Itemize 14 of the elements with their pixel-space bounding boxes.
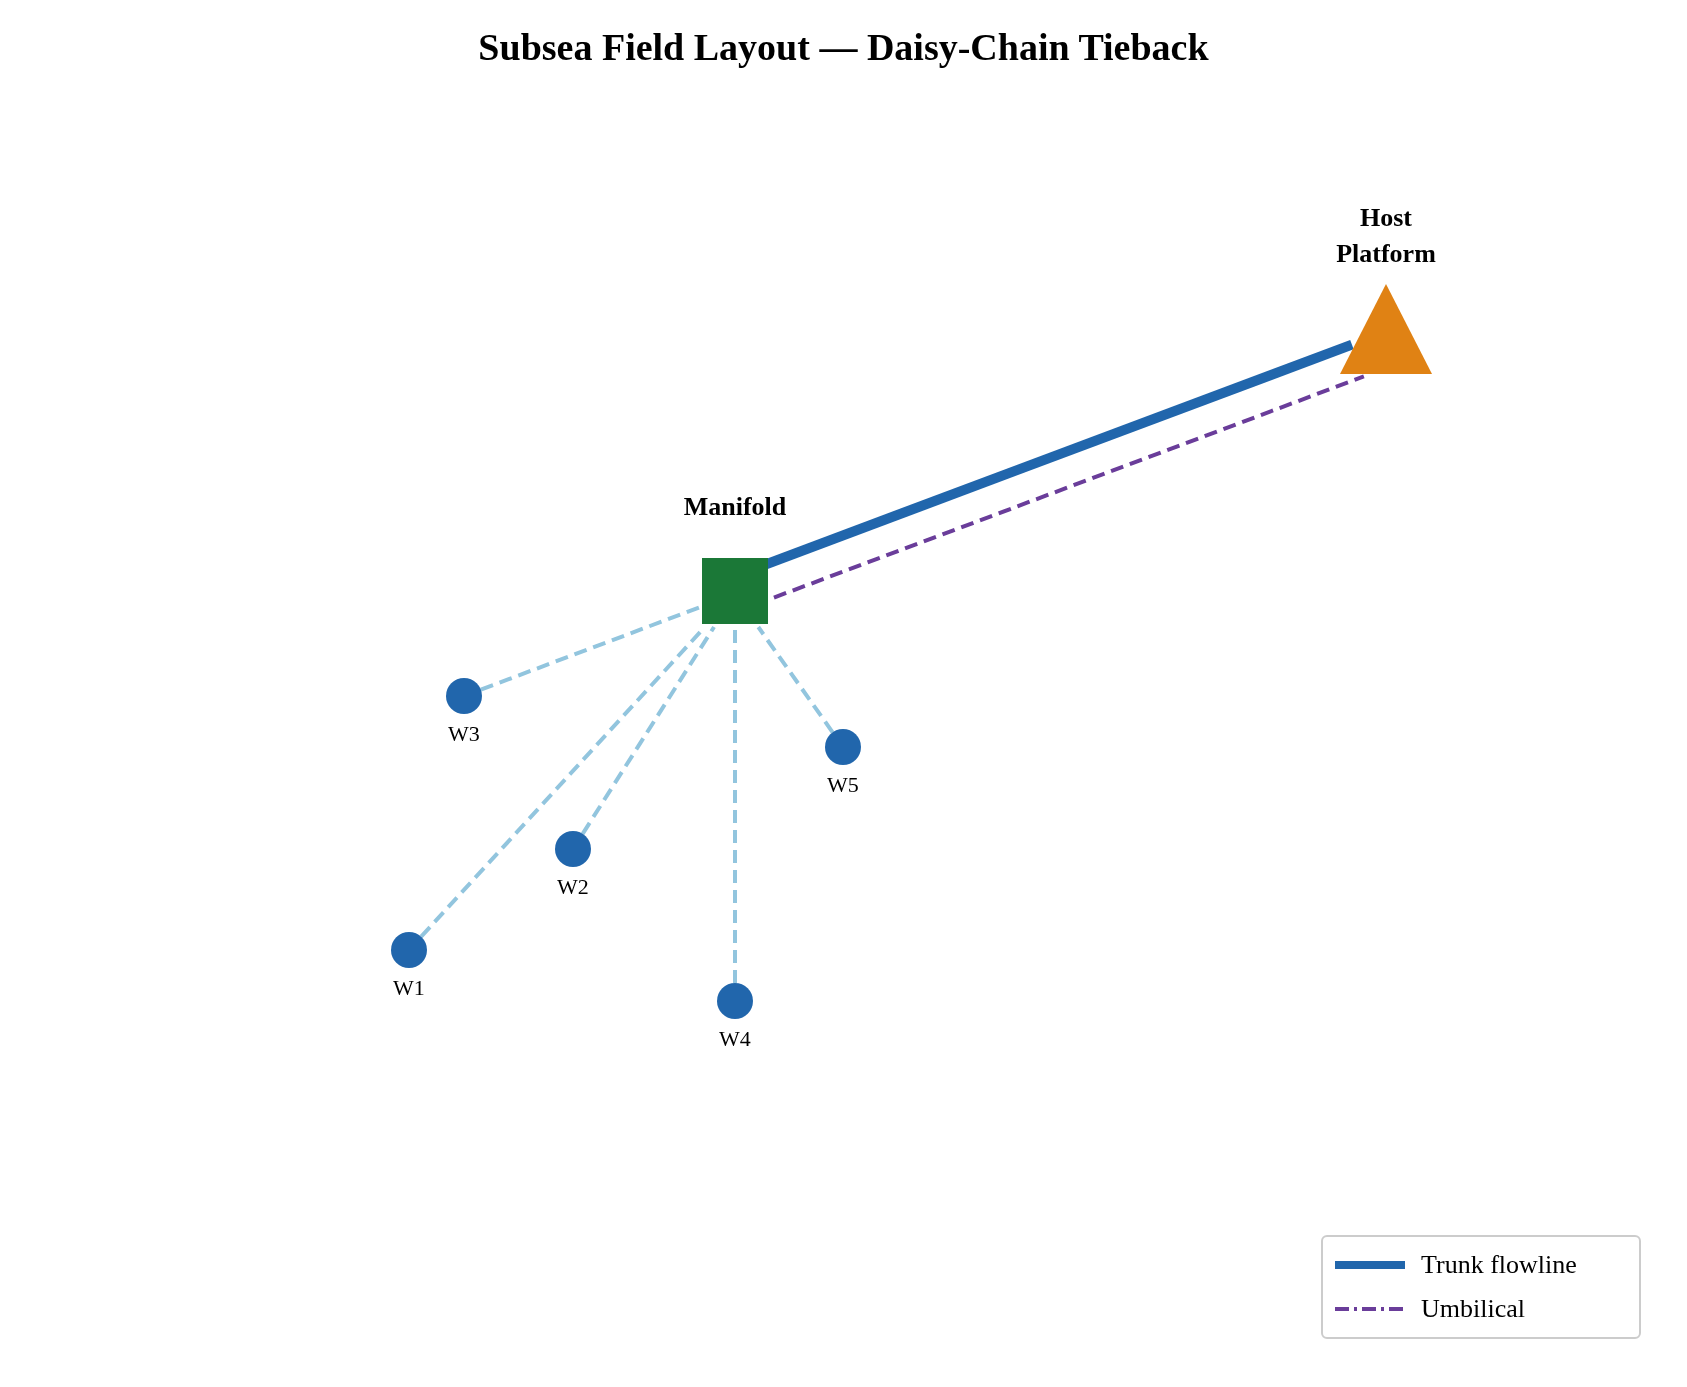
legend-label: Trunk flowline	[1421, 1249, 1577, 1281]
node-label: Manifold	[683, 491, 787, 523]
node-label: W1	[393, 974, 425, 1002]
flowline	[733, 627, 737, 983]
flowline	[580, 625, 716, 835]
legend-label: Umbilical	[1421, 1293, 1525, 1325]
node-label: W3	[448, 720, 480, 748]
flowline	[773, 374, 1365, 600]
diagram-title: Subsea Field Layout — Daisy-Chain Tieback	[478, 25, 1209, 70]
node-label: W4	[719, 1025, 751, 1053]
flowline	[756, 625, 835, 734]
node-label: W2	[557, 873, 589, 901]
node-label: W5	[827, 771, 859, 799]
node-label: Host Platform	[1335, 202, 1437, 270]
